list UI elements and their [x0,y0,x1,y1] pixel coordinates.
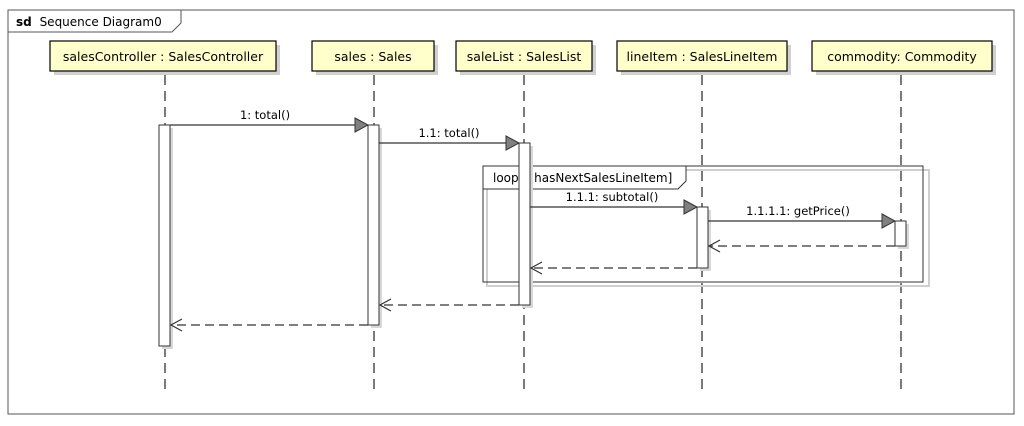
return-lineItem-to-saleList [529,261,697,275]
lifeline-salesController: salesController : SalesController [49,40,280,75]
message-label: 1.1.1: subtotal() [566,190,659,204]
lifeline-label: salesController : SalesController [63,49,264,64]
message-label: 1.1.1.1: getPrice() [746,204,850,218]
return-commodity-to-lineItem [707,239,895,253]
svg-text:sd Sequence Diagram0: sd Sequence Diagram0 [16,15,162,29]
loop-fragment: loop [hasNextSalesLineItem] [482,165,930,287]
activation-commodity [894,220,907,247]
lifeline-sales: sales : Sales [311,40,438,75]
lifeline-commodity: commodity: Commodity [811,40,996,75]
return-sales-to-salesController [169,318,368,332]
lifeline-saleList: saleList : SalesList [455,40,596,75]
message-label: 1.1: total() [418,126,479,140]
svg-text:loop [hasNextSalesLineIt: loop [hasNextSalesLineItem] [493,171,672,185]
activation-bars [158,124,909,349]
messages: 1: total() 1.1: total() 1.1.1: subtotal(… [169,108,897,332]
frame-keyword: sd [16,15,32,29]
message-1-1: 1.1: total() [379,126,521,151]
message-label: 1: total() [240,108,290,122]
lifeline-heads: salesController : SalesController sales … [49,40,996,75]
message-1-1-1-1: 1.1.1.1: getPrice() [708,204,897,229]
fragment-guard: [hasNextSalesLineItem] [529,171,672,185]
lifeline-lineItem: lineItem : SalesLineItem [616,40,791,75]
message-1: 1: total() [170,108,370,133]
return-saleList-to-sales [378,298,519,312]
fragment-operator: loop [493,171,519,185]
activation-lineItem [696,206,709,269]
activation-saleList [518,142,531,306]
frame-name: Sequence Diagram0 [40,15,162,29]
lifeline-label: commodity: Commodity [827,49,977,64]
message-1-1-1: 1.1.1: subtotal() [530,190,699,215]
lifeline-label: lineItem : SalesLineItem [627,49,778,64]
activation-salesController [158,124,171,347]
diagram-frame: sd Sequence Diagram0 [7,9,1015,415]
lifeline-label: saleList : SalesList [467,49,582,64]
lifeline-label: sales : Sales [334,49,411,64]
activation-sales [367,124,380,326]
